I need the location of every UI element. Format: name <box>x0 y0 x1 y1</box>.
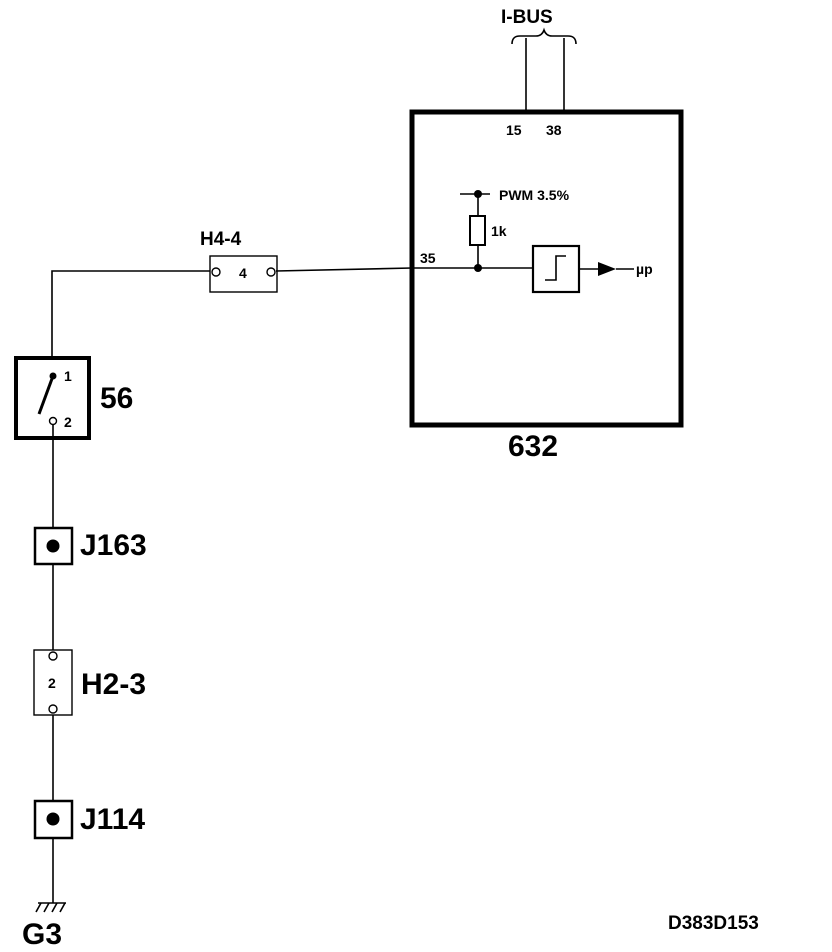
connector-h4-4 <box>209 255 278 293</box>
ground-icon <box>35 902 66 913</box>
connector-top-id: H4-4 <box>200 229 242 250</box>
connector-top-pin: 4 <box>239 265 247 281</box>
drawing-number: D383D153 <box>668 913 759 934</box>
output-arrow <box>598 262 616 276</box>
connector-bottom-id: H2-3 <box>81 668 146 701</box>
output-label: µp <box>636 261 653 277</box>
junction-j163-dot <box>46 539 60 553</box>
ecu-id: 632 <box>508 430 558 463</box>
resistor-1k <box>469 215 486 246</box>
connector-bottom-pin-top <box>48 651 58 661</box>
connector-top-pin-left <box>211 267 221 277</box>
pullup-label: PWM 3.5% <box>499 187 570 203</box>
switch-id: 56 <box>100 382 133 415</box>
bus-pin-15: 15 <box>506 122 522 138</box>
schmitt-symbol <box>545 255 566 281</box>
switch-contact-2 <box>48 416 58 426</box>
bus-pin-38: 38 <box>546 122 562 138</box>
switch-pin-1: 1 <box>64 368 72 384</box>
bus-label: I-BUS <box>501 7 553 28</box>
connector-top-pin-right <box>266 267 276 277</box>
switch-pin-2: 2 <box>64 414 72 430</box>
ground-id: G3 <box>22 918 62 951</box>
input-pin-label: 35 <box>420 250 436 266</box>
wire-switch-to-h44 <box>51 270 210 358</box>
junction-2-id: J114 <box>80 803 145 836</box>
connector-bottom-pin-bottom <box>48 704 58 714</box>
resistor-label: 1k <box>491 223 507 239</box>
junction-j114-dot <box>46 812 60 826</box>
junction-1-id: J163 <box>80 529 147 562</box>
connector-bottom-pin: 2 <box>48 675 56 691</box>
wire-h44-to-ecu <box>275 267 413 272</box>
switch-lever <box>37 375 55 415</box>
bus-brace <box>511 27 577 45</box>
